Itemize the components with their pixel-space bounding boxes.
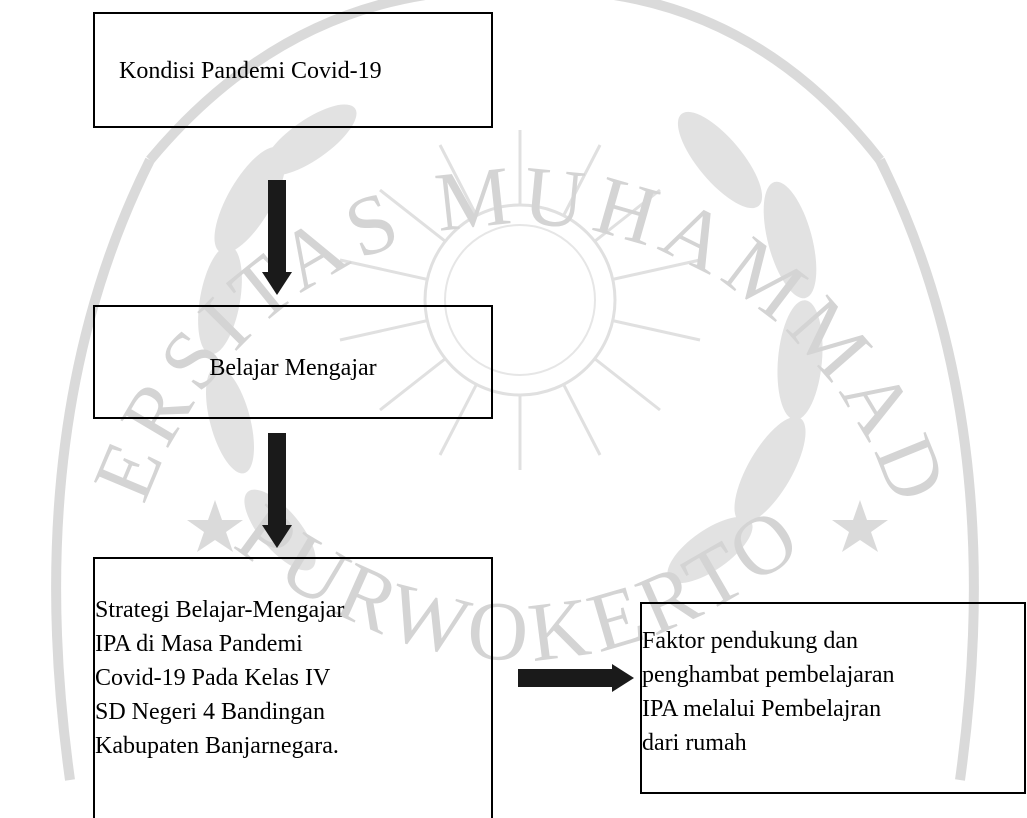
arrow-down-1 (262, 180, 292, 295)
stars (187, 500, 888, 552)
box-belajar-label: Belajar Mengajar (209, 355, 377, 381)
faktor-line: Faktor pendukung dan (642, 628, 858, 654)
faktor-line: dari rumah (642, 730, 747, 756)
box-kondisi-label: Kondisi Pandemi Covid-19 (119, 58, 382, 84)
faktor-line: IPA melalui Pembelajran (642, 696, 882, 722)
faktor-line: penghambat pembelajaran (642, 662, 895, 688)
strategi-line: Covid-19 Pada Kelas IV (95, 665, 331, 691)
strategi-line: Kabupaten Banjarnegara. (95, 733, 339, 759)
strategi-line: Strategi Belajar-Mengajar (95, 597, 345, 623)
box-faktor-pendukung: Faktor pendukung dan penghambat pembelaj… (640, 602, 1026, 794)
arrow-down-2 (262, 433, 292, 548)
box-strategi-belajar: Strategi Belajar-Mengajar IPA di Masa Pa… (93, 557, 493, 818)
laurel-branches (198, 104, 823, 584)
arrow-right (518, 664, 634, 692)
strategi-line: SD Negeri 4 Bandingan (95, 699, 325, 725)
box-belajar-mengajar: Belajar Mengajar (93, 305, 493, 419)
strategi-line: IPA di Masa Pandemi (95, 631, 303, 657)
box-kondisi-pandemi: Kondisi Pandemi Covid-19 (93, 12, 493, 128)
